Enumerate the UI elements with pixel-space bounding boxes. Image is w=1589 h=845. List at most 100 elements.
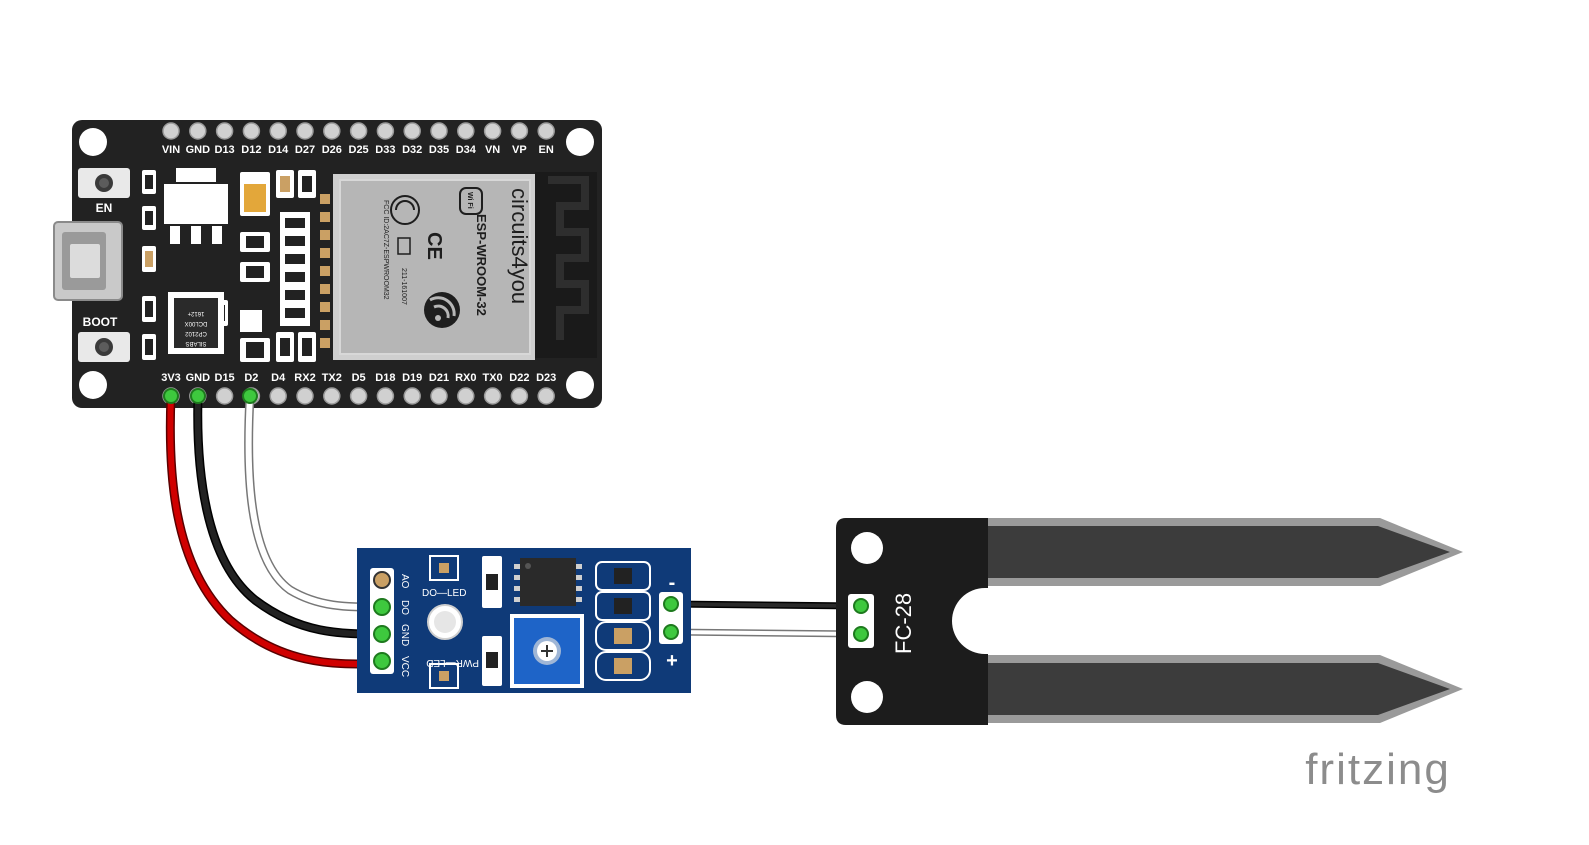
probe-prong-top [980, 518, 1463, 586]
boot-button [78, 332, 130, 362]
probe-header-pin-plus [663, 624, 679, 640]
esp32-bottom-pin-hole [215, 387, 234, 405]
esp32-mounting-hole [566, 371, 594, 399]
esp32-top-pin-label-vn: VN [485, 144, 500, 156]
esp32-top-pin-label-vin: VIN [162, 144, 180, 156]
espressif-logo-icon [424, 292, 460, 328]
potentiometer [510, 614, 584, 688]
smd-components [595, 561, 651, 681]
sensor-module: AO DO GND VCC DO—LED PWR—LED [357, 548, 691, 693]
esp32-top-pin-label-d14: D14 [268, 144, 289, 156]
esp32-top-pin-hole [323, 122, 341, 140]
pcb-antenna [535, 172, 597, 358]
wifi-logo-icon: Wi Fi [459, 187, 483, 215]
esp32-bottom-pin-hole [537, 387, 555, 405]
esp32-bottom-pin-hole [510, 387, 529, 405]
esp32-top-pin-label-d32: D32 [402, 144, 422, 156]
esp32-bottom-pin-label-d15: D15 [215, 372, 235, 384]
usb-uart-chip: SILABS CP2102 DCL00X 1612+ [168, 292, 224, 354]
module-pin-label-vcc: VCC [399, 656, 410, 677]
usb-chip-line: SILABS [185, 340, 206, 346]
esp32-top-pin-label-d27: D27 [295, 144, 315, 156]
probe-board [836, 518, 988, 725]
minus-label: - [669, 572, 676, 594]
esp32-top-pin-label-en: EN [539, 144, 554, 156]
wire-gnd-to-gnd [193, 391, 387, 639]
module-brand-label: circuits4you [507, 188, 532, 304]
esp32-top-pin-hole [215, 122, 234, 140]
esp32-bottom-pin-hole [296, 387, 314, 405]
probe-label: FC-28 [891, 593, 916, 654]
usb-chip-line: 1612+ [187, 310, 204, 316]
connector-3v3 [163, 388, 179, 404]
esp32-top-pin-hole [349, 122, 368, 140]
esp32-wire-connectors [163, 388, 258, 404]
wire-d2-to-do-core [245, 393, 385, 611]
en-button-label: EN [96, 201, 113, 215]
esp32-bottom-pin-label-d18: D18 [375, 372, 395, 384]
resistor-array [280, 212, 310, 326]
esp32-bottom-pin-label-rx2: RX2 [294, 372, 315, 384]
do-led [429, 555, 459, 581]
pwr-led [429, 663, 459, 689]
esp32-bottom-pin-label-d4: D4 [271, 372, 286, 384]
probe-connector-pin [853, 598, 869, 614]
esp32-bottom-pin-hole [376, 387, 395, 405]
probe-mounting-hole [851, 532, 883, 564]
esp32-top-pin-hole [457, 122, 475, 140]
probe-header-pin-minus [663, 596, 679, 612]
esp32-bottom-pin-label-gnd: GND [186, 372, 211, 384]
esp32-bottom-pin-label-rx0: RX0 [455, 372, 476, 384]
module-pin-do [373, 598, 391, 616]
esp32-mounting-hole [79, 128, 107, 156]
micro-usb-port [53, 221, 123, 301]
esp32-bottom-pin-label-d2: D2 [244, 372, 258, 384]
esp32-mounting-hole [79, 371, 107, 399]
esp32-bottom-pin-label-d5: D5 [352, 372, 366, 384]
esp32-top-pin-hole [483, 122, 502, 140]
esp32-top-pin-label-d33: D33 [375, 144, 395, 156]
module-pin-vcc [373, 652, 391, 670]
cert-id-label: 211-161007 [400, 268, 407, 305]
boot-button-label: BOOT [83, 315, 118, 329]
wires [165, 391, 861, 669]
ce-mark: CE [423, 232, 445, 260]
connector-d2 [242, 388, 258, 404]
esp32-bottom-pin-label-d19: D19 [402, 372, 422, 384]
wifi-logo-text: Wi Fi [466, 192, 473, 209]
esp32-bottom-pin-label-tx0: TX0 [483, 372, 503, 384]
esp32-top-pin-hole [269, 122, 287, 140]
fc28-probe: FC-28 [836, 518, 1463, 725]
esp32-bottom-pin-hole [457, 387, 475, 405]
en-button [78, 168, 130, 198]
indicator-led-lens [434, 611, 456, 633]
esp32-bottom-pin-hole [403, 387, 421, 405]
esp32-top-pin-hole [189, 122, 207, 140]
esp32-top-pin-hole [296, 122, 314, 140]
module-pin-header [370, 568, 394, 674]
pwr-led-label: PWR—LED [426, 657, 479, 668]
module-pin-ao [373, 571, 391, 589]
esp32-top-pin-hole [430, 122, 448, 140]
tantalum-capacitor [240, 172, 270, 216]
esp32-top-pin-label-d35: D35 [429, 144, 449, 156]
plus-label: + [666, 650, 678, 672]
esp32-bottom-pin-hole [349, 387, 368, 405]
esp32-top-pin-hole [403, 122, 421, 140]
esp32-top-pin-hole [537, 122, 555, 140]
fritzing-watermark: fritzing [1305, 745, 1451, 794]
esp32-top-pin-label-d13: D13 [215, 144, 235, 156]
esp32-bottom-pin-hole [323, 387, 341, 405]
smd-resistor [482, 556, 502, 686]
esp32-bottom-pin-label-3v3: 3V3 [161, 372, 181, 384]
esp32-top-pin-hole [510, 122, 529, 140]
module-pin-label-do: DO [399, 600, 410, 615]
esp32-top-pin-label-d34: D34 [456, 144, 477, 156]
voltage-regulator [164, 168, 228, 244]
esp32-top-pin-hole [242, 122, 261, 140]
wire-minus-to-probe-core [670, 602, 861, 608]
esp32-top-pin-label-vp: VP [512, 144, 527, 156]
cert-box-icon [397, 237, 411, 255]
